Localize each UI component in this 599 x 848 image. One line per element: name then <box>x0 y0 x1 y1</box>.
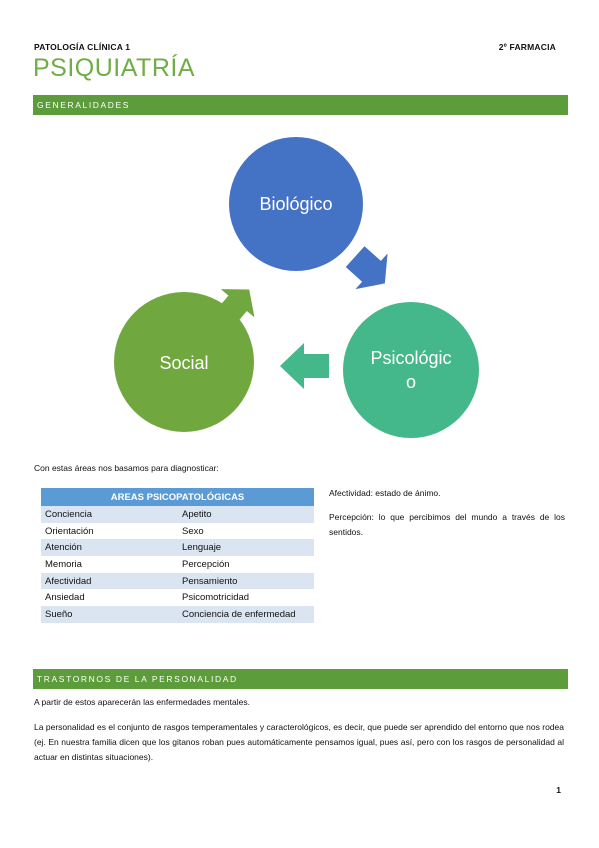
table-cell: Sexo <box>178 522 314 540</box>
table-cell: Conciencia de enfermedad <box>178 606 314 623</box>
table-cell: Lenguaje <box>178 539 314 557</box>
arrow-social-to-biologico <box>215 289 255 327</box>
node-biologico-label: Biológico <box>259 194 332 214</box>
table-cell: Psicomotricidad <box>178 589 314 607</box>
node-social-label: Social <box>159 353 208 373</box>
page-number: 1 <box>556 785 561 795</box>
cycle-diagram: Biológico Psicológic o Social <box>114 137 479 438</box>
paragraph-intro-enfermedades: A partir de estos aparecerán las enferme… <box>34 697 250 707</box>
paragraph-personalidad: La personalidad es el conjunto de rasgos… <box>34 722 564 762</box>
header-course: 2º FARMACIA <box>498 42 556 52</box>
table-cell: Atención <box>41 539 178 557</box>
node-psicologico-label-2: o <box>406 372 416 392</box>
node-psicologico-label-1: Psicológic <box>370 348 451 368</box>
node-social <box>114 292 254 432</box>
table-cell: Conciencia <box>41 506 178 523</box>
node-psicologico <box>343 302 479 438</box>
arrow-biologico-to-psicologico <box>345 246 388 290</box>
intro-text: Con estas áreas nos basamos para diagnos… <box>34 463 219 473</box>
note-percepcion: Percepción: lo que percibimos del mundo … <box>329 512 565 537</box>
node-biologico <box>229 137 363 271</box>
table-cell: Apetito <box>178 506 314 523</box>
page-title: PSIQUIATRÍA <box>33 54 196 82</box>
table-cell: Afectividad <box>41 572 178 590</box>
table-cell: Memoria <box>41 556 178 573</box>
table-cell: Sueño <box>41 606 178 623</box>
arrow-psicologico-to-social <box>280 343 329 389</box>
header-subject: PATOLOGÍA CLÍNICA 1 <box>34 42 131 52</box>
table-cell: Pensamiento <box>178 572 314 590</box>
section-bar-generalidades: GENERALIDADES <box>33 95 568 115</box>
section-bar-trastornos: TRASTORNOS DE LA PERSONALIDAD <box>33 669 568 689</box>
table-cell: Ansiedad <box>41 589 178 607</box>
table-cell: Percepción <box>178 556 314 573</box>
table-cell: Orientación <box>41 522 178 540</box>
note-afectividad: Afectividad: estado de ánimo. <box>329 488 441 498</box>
table-header: AREAS PSICOPATOLÓGICAS <box>41 488 314 506</box>
